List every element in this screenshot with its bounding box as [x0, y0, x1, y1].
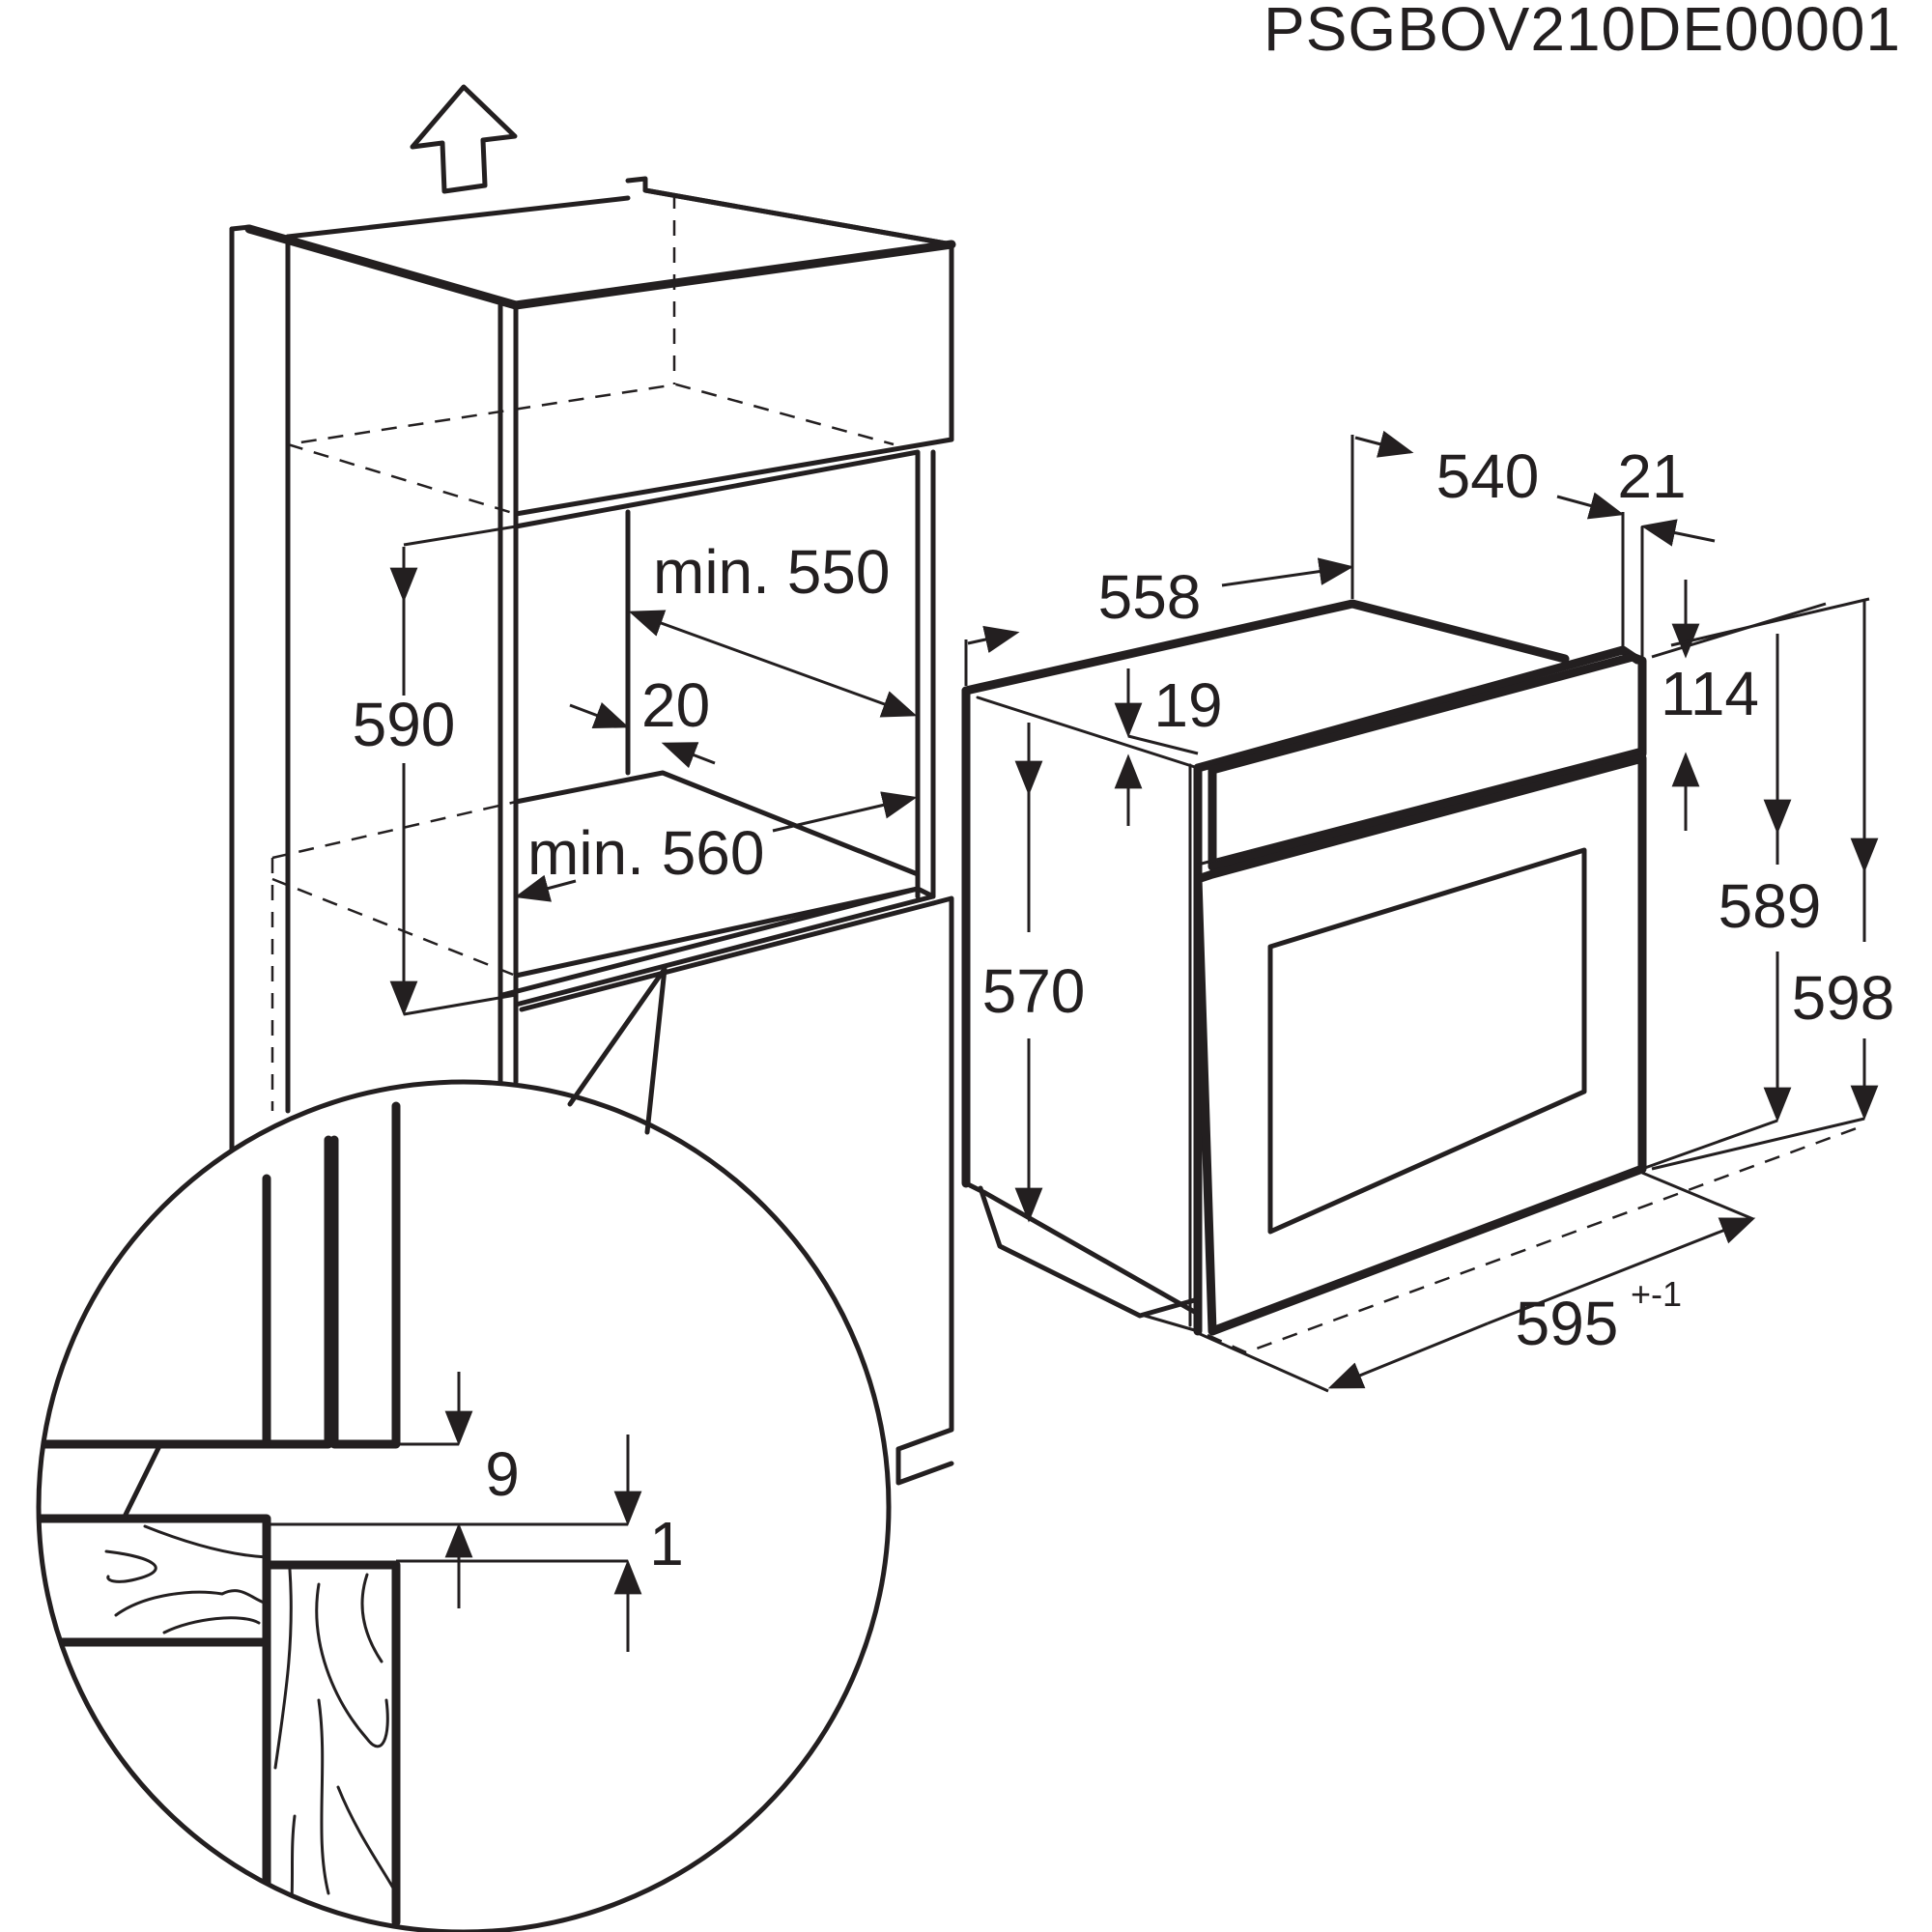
- cabinet: 590 min. 550 20 min. 560: [229, 84, 956, 1486]
- niche-width-min-560: min. 560: [527, 818, 764, 888]
- document-code: PSGBOV210DE00001: [1264, 0, 1901, 64]
- oven: 540 21 558 19 570 114 589: [961, 430, 1895, 1393]
- niche-gap-20: 20: [641, 670, 710, 740]
- detail-gap-1: 1: [649, 1509, 684, 1578]
- niche-depth-min-550: min. 550: [653, 537, 890, 607]
- oven-front-21: 21: [1617, 441, 1686, 511]
- oven-width-tolerance: +-1: [1631, 1274, 1682, 1314]
- up-arrow-icon: [410, 84, 518, 194]
- detail-gap-9: 9: [485, 1439, 520, 1509]
- oven-top-19: 19: [1153, 670, 1222, 740]
- oven-width-595: 595: [1516, 1289, 1619, 1358]
- oven-height-570: 570: [982, 956, 1086, 1026]
- oven-side-558: 558: [1098, 562, 1202, 632]
- detail-circle: 9 1: [36, 1079, 892, 1932]
- oven-panel-114: 114: [1661, 659, 1759, 728]
- oven-overall-598: 598: [1792, 963, 1895, 1033]
- niche-height-590: 590: [353, 690, 456, 759]
- oven-depth-540: 540: [1436, 441, 1540, 511]
- wood-grain-icon: [104, 1524, 398, 1924]
- oven-door-589: 589: [1719, 871, 1822, 941]
